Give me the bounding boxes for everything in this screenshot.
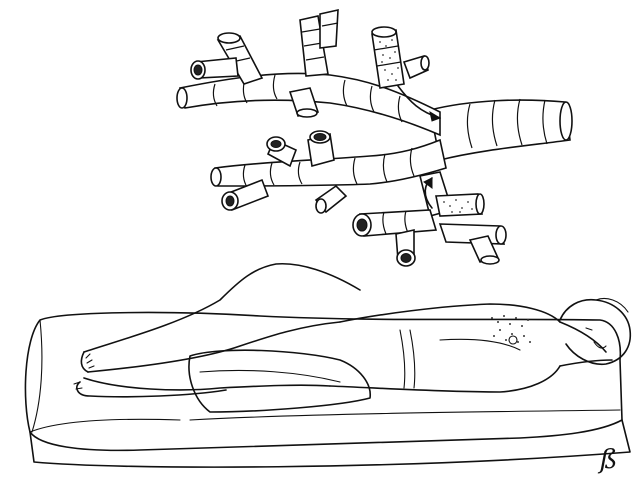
nipple-mark: [509, 336, 517, 344]
bronchial-tree-drawing: [177, 10, 572, 266]
knee-pillow: [189, 350, 370, 412]
artist-signature: ß: [597, 445, 617, 475]
patient-positioning-drawing: [25, 264, 630, 467]
upper-left-subbranch: [191, 33, 262, 84]
stippled-upper-bronchus: [372, 27, 429, 88]
table-mattress: [25, 313, 630, 468]
patient-arm: [560, 322, 612, 366]
main-bronchus: [430, 99, 572, 160]
